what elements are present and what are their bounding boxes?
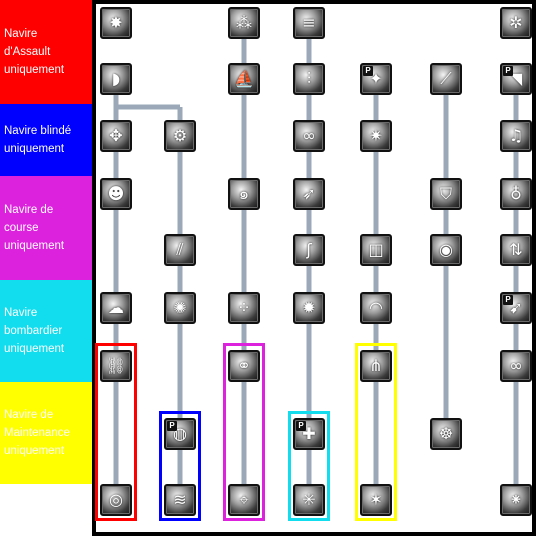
figure-icon: ☻ <box>107 184 125 203</box>
wheel-icon: ☸ <box>438 424 454 443</box>
skill-c2-r3[interactable]: ⚙ <box>164 120 196 152</box>
passive-badge: P <box>167 421 177 431</box>
skill-c7-r9[interactable]: ⁕ <box>500 484 532 516</box>
chain-icon: ⛓ <box>105 356 127 375</box>
skill-c1-r6[interactable]: ☁ <box>100 292 132 324</box>
passive-badge: P <box>296 421 306 431</box>
skill-c2-r8[interactable]: ◍P <box>164 418 196 450</box>
skill-c2-r5[interactable]: ⫽ <box>164 234 196 266</box>
sawblade-icon: ✲ <box>509 13 523 32</box>
shield-arrow-icon: ⛉ <box>439 184 452 203</box>
legend-assault: Navire d'Assault uniquement <box>0 0 92 104</box>
legend-maintenance: Navire de Maintenance uniquement <box>0 382 92 484</box>
legend-bomber: Navire bombardier uniquement <box>0 280 92 382</box>
nova-icon: ✷ <box>369 126 383 145</box>
skill-c3-r2[interactable]: ⛵ <box>228 63 260 95</box>
skill-c7-r6[interactable]: ➹P <box>500 292 532 324</box>
skill-c5-r7[interactable]: ⋔ <box>360 350 392 382</box>
skill-c1-r4[interactable]: ☻ <box>100 178 132 210</box>
skill-c1-r2[interactable]: ◗ <box>100 63 132 95</box>
skill-c2-r9[interactable]: ≋ <box>164 484 196 516</box>
knot-icon: ∞ <box>302 126 316 145</box>
skill-c5-r9[interactable]: ✶ <box>360 484 392 516</box>
hook-icon: ʃ <box>306 240 312 259</box>
drum-icon: ◫ <box>368 240 384 259</box>
gear-icon: ⚙ <box>172 126 188 145</box>
flash-icon: ✺ <box>173 298 187 317</box>
lips-icon: ◠ <box>369 298 383 317</box>
skill-c6-r8[interactable]: ☸ <box>430 418 462 450</box>
skill-c5-r3[interactable]: ✷ <box>360 120 392 152</box>
shatter-icon: ✳ <box>302 490 316 509</box>
skill-c1-r1[interactable]: ✸ <box>100 7 132 39</box>
orb-icon: ◉ <box>439 240 453 259</box>
skill-c3-r4[interactable]: ๑ <box>228 178 260 210</box>
skill-c5-r2[interactable]: ✦P <box>360 63 392 95</box>
cross-arrows-icon: ✥ <box>109 126 123 145</box>
passive-badge: P <box>363 66 373 76</box>
skill-c7-r4[interactable]: ♁ <box>500 178 532 210</box>
cannon-icon: ◗ <box>111 69 121 88</box>
skill-tree-area: ✸ ◗ ✥ ☻ ☁ ⛓ ◎ ⚙ ⫽ ✺ ◍P ≋ ⁂ ⛵ ๑ ⁘ ⚭ ⌖ ≡ ⫶ ∞ ➶ ʃ ✹ ✚P ✳ ✦P ✷ ◫ ◠ ⋔ ✶ ⟋ ⛉ ◉ ☸ ✲… <box>95 4 532 532</box>
skill-c5-r5[interactable]: ◫ <box>360 234 392 266</box>
skill-c6-r2[interactable]: ⟋ <box>430 63 462 95</box>
passive-badge: P <box>503 295 513 305</box>
skill-tree-panel: ✸ ◗ ✥ ☻ ☁ ⛓ ◎ ⚙ ⫽ ✺ ◍P ≋ ⁂ ⛵ ๑ ⁘ ⚭ ⌖ ≡ ⫶ ∞ ➶ ʃ ✹ ✚P ✳ ✦P ✷ ◫ ◠ ⋔ ✶ ⟋ ⛉ ◉ ☸ ✲… <box>92 0 536 536</box>
skill-c4-r6[interactable]: ✹ <box>293 292 325 324</box>
twin-cannon-icon: ⚭ <box>237 356 251 375</box>
claws-icon: ⋔ <box>369 356 383 375</box>
skill-c7-r7[interactable]: ∞ <box>500 350 532 382</box>
skill-c6-r5[interactable]: ◉ <box>430 234 462 266</box>
vortex-icon: ◎ <box>109 490 123 509</box>
skill-c4-r9[interactable]: ✳ <box>293 484 325 516</box>
pipes-icon: ≡ <box>302 13 316 32</box>
skill-c1-r7[interactable]: ⛓ <box>100 350 132 382</box>
skill-c1-r9[interactable]: ◎ <box>100 484 132 516</box>
explosion-icon: ✹ <box>302 298 316 317</box>
burst-icon: ✸ <box>109 13 123 32</box>
skill-c2-r6[interactable]: ✺ <box>164 292 196 324</box>
skill-c4-r8[interactable]: ✚P <box>293 418 325 450</box>
legend-racing: Navire de course uniquement <box>0 176 92 280</box>
music-icon: ♫ <box>508 126 524 145</box>
skill-c6-r4[interactable]: ⛉ <box>430 178 462 210</box>
goggles-icon: ∞ <box>509 356 523 375</box>
tornado-icon: ≋ <box>173 490 187 509</box>
skill-c3-r6[interactable]: ⁘ <box>228 292 260 324</box>
skill-c4-r3[interactable]: ∞ <box>293 120 325 152</box>
skill-c7-r3[interactable]: ♫ <box>500 120 532 152</box>
skill-c4-r4[interactable]: ➶ <box>293 178 325 210</box>
bell-icon: ♁ <box>510 184 522 203</box>
sail-icon: ⛵ <box>234 69 254 88</box>
skill-c4-r2[interactable]: ⫶ <box>293 63 325 95</box>
rocks-icon: ⁂ <box>236 13 252 32</box>
skill-c3-r1[interactable]: ⁂ <box>228 7 260 39</box>
skill-c4-r5[interactable]: ʃ <box>293 234 325 266</box>
swirl-icon: ๑ <box>238 184 250 203</box>
skill-c1-r3[interactable]: ✥ <box>100 120 132 152</box>
target-icon: ⌖ <box>239 490 249 509</box>
skill-c3-r7[interactable]: ⚭ <box>228 350 260 382</box>
sparks-icon: ⁕ <box>509 490 523 509</box>
star-burst-icon: ✶ <box>369 490 383 509</box>
smoke-icon: ☁ <box>108 298 124 317</box>
skill-c3-r9[interactable]: ⌖ <box>228 484 260 516</box>
legend-armored: Navire blindé uniquement <box>0 104 92 176</box>
skill-c4-r1[interactable]: ≡ <box>293 7 325 39</box>
slash-icon: ⟋ <box>440 69 452 88</box>
dots-icon: ⁘ <box>237 298 251 317</box>
wing-icon: ➶ <box>302 184 316 203</box>
skill-c5-r6[interactable]: ◠ <box>360 292 392 324</box>
skill-c7-r1[interactable]: ✲ <box>500 7 532 39</box>
passive-badge: P <box>503 66 513 76</box>
rain-streaks-icon: ⫽ <box>176 240 184 259</box>
barrels-icon: ⫶ <box>306 69 311 88</box>
swap-arrows-icon: ⇅ <box>509 240 523 259</box>
skill-c7-r5[interactable]: ⇅ <box>500 234 532 266</box>
skill-c7-r2[interactable]: ◥P <box>500 63 532 95</box>
